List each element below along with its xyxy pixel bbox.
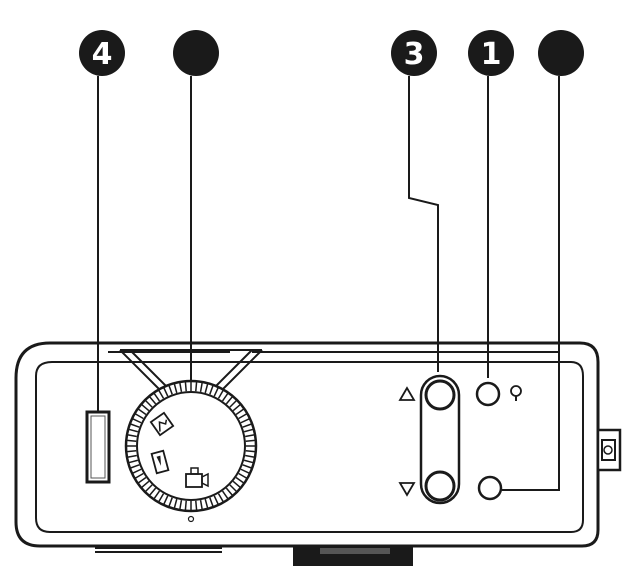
dial-tick (229, 484, 237, 492)
dial-tick (128, 459, 139, 464)
dial-tick (128, 428, 139, 433)
dial-tick (138, 476, 147, 484)
dial-tick (199, 382, 203, 392)
dial-tick (138, 408, 147, 416)
dial-tick (168, 385, 173, 395)
dial-tick (243, 428, 254, 433)
dial-tick (153, 393, 161, 402)
dial-tick (229, 400, 237, 408)
dial-tick (158, 390, 165, 399)
dial-tick (225, 396, 233, 405)
dial-tick (132, 418, 142, 424)
dial-tick (225, 487, 233, 496)
triangle-up-icon (398, 386, 416, 401)
dial-tick (221, 490, 229, 499)
dial-tick (245, 439, 255, 442)
dial-tick (243, 459, 254, 464)
dial-tick (238, 413, 247, 420)
callout-4-label: 4 (92, 37, 113, 72)
dial-tick (242, 423, 252, 428)
bottom-vents (95, 547, 222, 553)
dial-tick (195, 500, 198, 510)
dial-tick (173, 498, 178, 509)
dial-tick (204, 498, 209, 509)
leader-line-right (502, 76, 560, 491)
dial-tick (199, 500, 203, 510)
device-body-inner (35, 361, 584, 533)
dial-tick (221, 393, 229, 402)
dial-tick (217, 390, 224, 399)
dial-tick (163, 495, 169, 505)
dial-tick (179, 500, 183, 510)
dial-tick (163, 387, 169, 397)
bulb-icon (510, 385, 522, 401)
dial-tick (130, 423, 140, 428)
dial-tick (168, 497, 173, 507)
camera-mode-icon (185, 467, 209, 488)
dial-tick (179, 382, 183, 392)
dial-tick (135, 472, 144, 479)
dial-tick (232, 404, 241, 412)
dial-tick (184, 382, 187, 392)
callout-blank-right (538, 30, 584, 76)
dial-tick (217, 493, 224, 502)
dial-tick (132, 468, 142, 474)
dial-tick (184, 500, 187, 510)
device-body-outer (14, 341, 600, 548)
dial-tick (213, 495, 219, 505)
dial-tick (245, 434, 255, 438)
callout-4: 4 (79, 30, 125, 76)
dial-tick (235, 408, 244, 416)
callout-3: 3 (391, 30, 437, 76)
dial-tick (145, 484, 153, 492)
callout-1-label: 1 (481, 37, 502, 72)
callout-1: 1 (468, 30, 514, 76)
dial-tick (245, 450, 255, 453)
dial-tick (127, 454, 137, 458)
dial-tick (232, 480, 241, 488)
dial-tick (242, 464, 252, 469)
dial-tick (127, 439, 137, 442)
dial-tick (135, 413, 144, 420)
dial-tick (149, 396, 157, 405)
dial-tick (127, 450, 137, 453)
rocker-switch[interactable] (419, 374, 461, 505)
mountain-mode-icon (149, 411, 175, 437)
dial-tick (130, 464, 140, 469)
mode-dial[interactable] (124, 379, 258, 523)
dial-indicator-dot (187, 515, 195, 523)
dial-tick (238, 472, 247, 479)
dial-tick (240, 418, 250, 424)
dial-tick (141, 480, 150, 488)
rectangular-button[interactable] (85, 410, 111, 484)
leader-lines (97, 76, 560, 491)
leader-line-3 (408, 76, 439, 372)
flash-mode-icon (150, 449, 170, 475)
dial-tick (209, 385, 214, 395)
rocker-down-button[interactable] (424, 470, 456, 502)
dial-tick (209, 497, 214, 507)
dial-tick (240, 468, 250, 474)
dial-tick (145, 400, 153, 408)
dial-tick (213, 387, 219, 397)
light-button[interactable] (475, 381, 501, 407)
dial-tick (141, 404, 150, 412)
dial-tick (127, 434, 137, 438)
dial-tick (195, 382, 198, 392)
dial-tick (204, 383, 209, 394)
dial-tick (245, 454, 255, 458)
callout-3-label: 3 (404, 37, 425, 72)
dial-tick (153, 490, 161, 499)
triangle-down-icon (398, 482, 416, 497)
dial-tick (173, 383, 178, 394)
dial-tick (158, 493, 165, 502)
rocker-up-button[interactable] (424, 379, 456, 411)
side-connector (596, 428, 622, 472)
callout-blank-left (173, 30, 219, 76)
dial-tick (235, 476, 244, 484)
dial-tick (149, 487, 157, 496)
lower-button[interactable] (477, 475, 503, 501)
